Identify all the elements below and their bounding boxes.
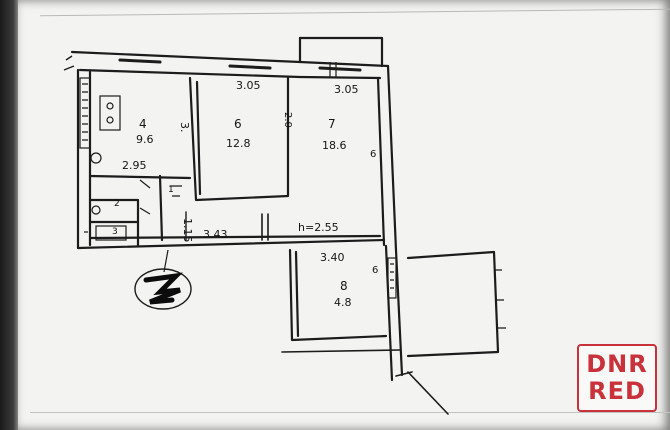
- room8-left-inner: [294, 250, 300, 338]
- bathtub: [95, 225, 127, 241]
- lower-balcony-diagonal: [407, 371, 449, 415]
- room8-side-mark: 6: [372, 265, 379, 276]
- room6-inner: [195, 80, 202, 196]
- watermark-logo: DNR RED: [577, 344, 657, 412]
- dim-kitchen-side: 3.: [178, 122, 191, 133]
- room-6-area: 12.8: [226, 137, 251, 150]
- dim-kitchen-width: 2.95: [122, 159, 147, 172]
- redacted-mark: [134, 249, 192, 310]
- watermark-line-1: DNR: [586, 350, 648, 378]
- dim-ceiling-height: h=2.55: [298, 221, 339, 234]
- room-7-number: 7: [328, 117, 336, 131]
- kitchen-sink: [90, 152, 102, 164]
- lower-bottom-line: [281, 349, 401, 353]
- watermark-line-2: RED: [588, 377, 646, 405]
- room7-side-mark: 6: [370, 149, 377, 160]
- wall-bottom-upper: [76, 238, 386, 250]
- lower-balcony: [406, 250, 500, 358]
- room6-side-mark: 2.0: [282, 112, 293, 128]
- bath-label: 3: [112, 227, 118, 237]
- window-top-3: [318, 66, 362, 72]
- wc-walls: [88, 198, 140, 248]
- table-edge: [0, 0, 22, 430]
- window-top-2: [228, 64, 272, 70]
- room-4-area: 9.6: [136, 133, 154, 146]
- room-4-number: 4: [139, 117, 147, 131]
- room-7-area: 18.6: [322, 139, 347, 152]
- kitchen-bottom-wall: [88, 174, 192, 180]
- outer-wall-right-outer: [386, 64, 404, 377]
- balcony-top: [298, 36, 384, 68]
- window-top-1: [118, 58, 162, 64]
- dim-top-right: 3.05: [334, 83, 359, 96]
- wall-bottom-upper-inner: [88, 234, 382, 240]
- door-mark-corridor: [261, 213, 269, 241]
- room-8-area: 4.8: [334, 296, 352, 309]
- hall-partition: [158, 174, 164, 242]
- outer-wall-right: [376, 76, 386, 247]
- room6-walls: [188, 76, 290, 202]
- room-8-number: 8: [340, 279, 348, 293]
- wc-fixture: [91, 205, 101, 215]
- lower-balcony-foot: [395, 371, 413, 377]
- hall-label: 1: [168, 185, 174, 195]
- paper-fold-line-bottom: [30, 412, 670, 413]
- room-6-number: 6: [234, 117, 242, 131]
- dim-corridor-width: 1.15: [181, 218, 194, 243]
- radiator-right: [387, 257, 397, 299]
- outer-wall-top-inner: [78, 68, 382, 80]
- dim-top-left: 3.05: [236, 79, 261, 92]
- dim-room8-width: 3.40: [320, 251, 345, 264]
- stove: [99, 95, 121, 131]
- radiator-left: [79, 77, 91, 149]
- lower-right-wall: [384, 244, 394, 382]
- dim-corridor-length: 3.43: [203, 228, 228, 241]
- wc-label: 2: [114, 199, 120, 209]
- room8-walls: [288, 248, 388, 342]
- left-edge-mark: [63, 55, 75, 71]
